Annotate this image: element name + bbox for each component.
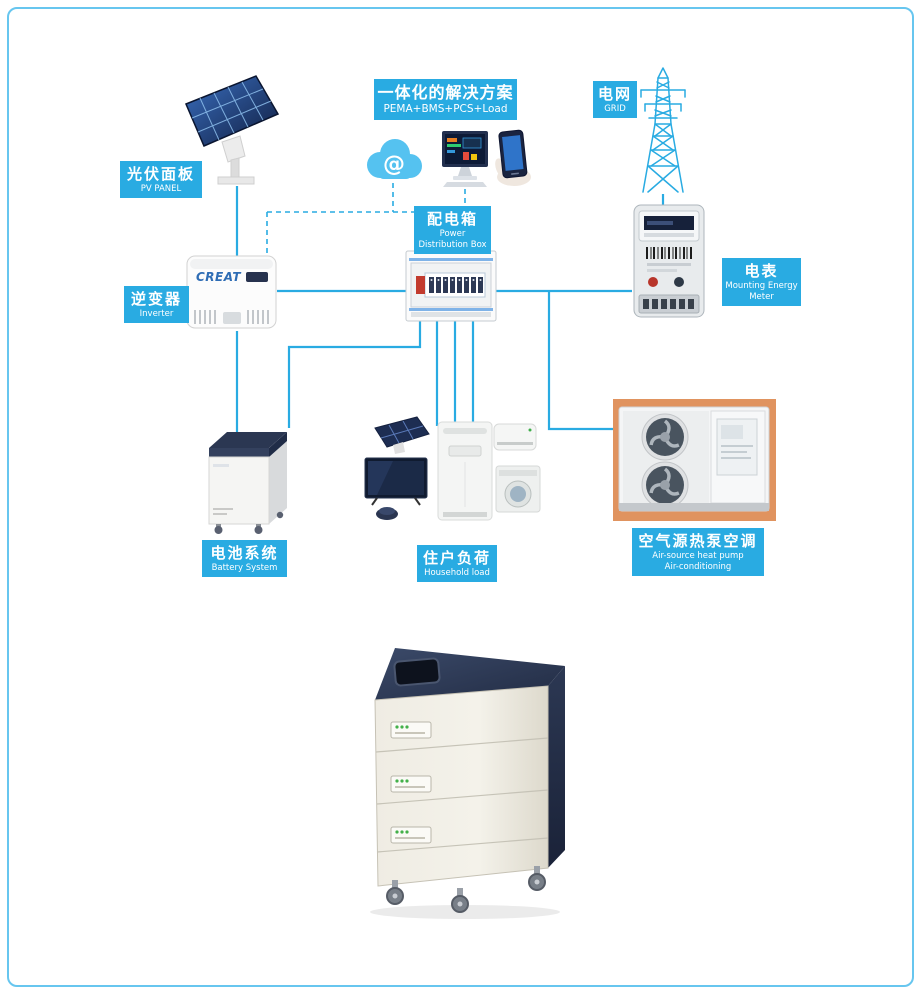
distribution-box-icon bbox=[405, 250, 497, 322]
label-energy-meter-zh: 电表 bbox=[744, 262, 779, 280]
phone-in-hand-icon bbox=[495, 129, 531, 186]
label-energy-meter-en2: Meter bbox=[749, 292, 774, 303]
energy-meter-icon bbox=[633, 204, 705, 318]
meter-barcode bbox=[646, 247, 692, 259]
label-heat-pump-en2: Air-conditioning bbox=[664, 562, 732, 573]
label-pv-panel-en: PV PANEL bbox=[140, 184, 182, 194]
label-integrated-solution-en: PEMA+BMS+PCS+Load bbox=[383, 103, 508, 116]
label-distribution-box: 配电箱 Power Distribution Box bbox=[414, 206, 491, 255]
wire-heatpump bbox=[547, 291, 615, 431]
label-heat-pump-en1: Air-source heat pump bbox=[652, 551, 744, 561]
label-distribution-box-en1: Power bbox=[439, 229, 466, 239]
inverter-brand-text: CREAT bbox=[196, 270, 241, 284]
ac-unit-icon bbox=[493, 423, 537, 451]
label-inverter-en: Inverter bbox=[139, 309, 174, 319]
heat-pump-photo bbox=[613, 399, 776, 521]
cloud-icon: @ bbox=[367, 139, 422, 179]
household-load-icons bbox=[364, 416, 541, 521]
label-inverter-zh: 逆变器 bbox=[130, 290, 182, 308]
label-household-load: 住户负荷 Household load bbox=[417, 545, 497, 583]
inverter-icon: CREAT bbox=[186, 255, 277, 329]
robot-vacuum-icon bbox=[376, 507, 398, 520]
label-integrated-solution: 一体化的解决方案 PEMA+BMS+PCS+Load bbox=[374, 79, 517, 120]
distbox-red-breaker bbox=[416, 276, 425, 294]
battery-casters bbox=[214, 511, 284, 534]
washer-icon bbox=[495, 465, 541, 513]
inverter-vents bbox=[194, 310, 269, 324]
label-grid-en: GRID bbox=[604, 104, 626, 114]
label-integrated-solution-zh: 一体化的解决方案 bbox=[377, 83, 514, 102]
heat-pump-fan-bottom bbox=[641, 461, 689, 509]
battery-system-icon bbox=[208, 432, 287, 534]
label-energy-meter-en1: Mounting Energy bbox=[725, 281, 798, 291]
label-pv-panel-zh: 光伏面板 bbox=[126, 165, 195, 183]
label-heat-pump-zh: 空气源热泵空调 bbox=[638, 532, 758, 550]
air-purifier-icon bbox=[437, 421, 493, 521]
pv-panel-icon bbox=[185, 75, 280, 185]
cloud-at-symbol: @ bbox=[383, 152, 405, 177]
cabinet-handle bbox=[393, 657, 441, 687]
transmission-tower-icon bbox=[640, 67, 686, 193]
label-household-load-zh: 住户负荷 bbox=[422, 549, 491, 567]
label-grid: 电网 GRID bbox=[593, 81, 637, 119]
monitor-icon bbox=[442, 131, 488, 187]
wire-distbox-battery bbox=[287, 321, 422, 428]
label-household-load-en: Household load bbox=[424, 568, 490, 578]
small-pv-icon bbox=[374, 416, 430, 454]
label-grid-zh: 电网 bbox=[597, 85, 632, 103]
heat-pump-fan-top bbox=[641, 413, 689, 461]
label-distribution-box-en2: Distribution Box bbox=[418, 240, 487, 251]
distbox-breaker-row bbox=[429, 277, 483, 293]
label-inverter: 逆变器 Inverter bbox=[124, 286, 189, 324]
label-battery-system-en: Battery System bbox=[211, 563, 278, 573]
label-battery-system: 电池系统 Battery System bbox=[202, 540, 287, 578]
tv-icon bbox=[364, 457, 428, 506]
label-heat-pump: 空气源热泵空调 Air-source heat pump Air-conditi… bbox=[632, 528, 764, 577]
label-battery-system-zh: 电池系统 bbox=[210, 544, 279, 562]
cabinet-casters bbox=[386, 866, 546, 913]
label-energy-meter: 电表 Mounting Energy Meter bbox=[722, 258, 801, 307]
label-pv-panel: 光伏面板 PV PANEL bbox=[120, 161, 202, 199]
label-distribution-box-zh: 配电箱 bbox=[426, 210, 478, 228]
cabinet-control-panels bbox=[390, 721, 432, 844]
battery-cabinet-product-photo bbox=[370, 648, 565, 919]
